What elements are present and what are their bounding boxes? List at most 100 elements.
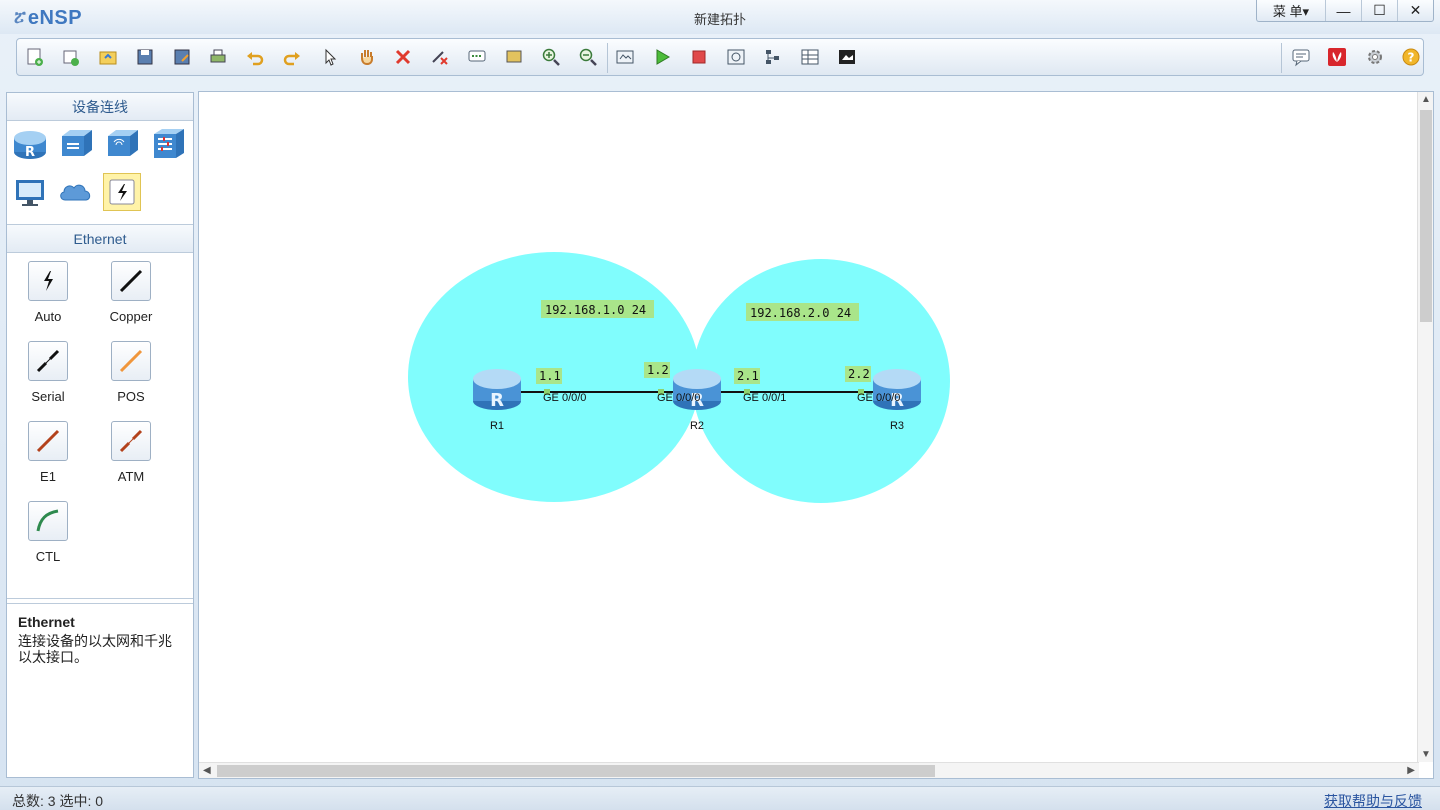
ip-r2-g000: 1.2	[647, 363, 669, 377]
topology-icon[interactable]	[761, 46, 785, 68]
cable-serial[interactable]: Serial	[13, 341, 83, 404]
app-logo: ፘ eNSP	[14, 6, 82, 30]
redo-icon[interactable]	[280, 46, 304, 68]
delete-links-icon[interactable]	[428, 46, 452, 68]
status-bar: 总数: 3 选中: 0 获取帮助与反馈	[0, 786, 1440, 810]
scroll-up-icon[interactable]: ▲	[1421, 94, 1431, 105]
svg-text:R: R	[890, 390, 904, 411]
select-pointer-icon[interactable]	[318, 46, 342, 68]
cable-label: Copper	[109, 309, 153, 324]
open-icon[interactable]	[96, 46, 120, 68]
new-topology-icon[interactable]	[23, 46, 47, 68]
horizontal-scroll-thumb[interactable]	[217, 765, 935, 777]
chat-icon[interactable]	[1289, 46, 1313, 68]
network-label-2: 192.168.2.0 24	[750, 306, 851, 320]
cloud-icon[interactable]	[57, 173, 95, 211]
svg-text:R: R	[690, 390, 704, 411]
ip-r1-g000: 1.1	[539, 369, 561, 383]
fit-view-icon[interactable]	[613, 46, 637, 68]
router-r2[interactable]: R	[673, 369, 721, 411]
stop-device-icon[interactable]	[687, 46, 711, 68]
interface-r1: GE 0/0/0	[543, 392, 586, 404]
port-marker	[658, 389, 664, 395]
vertical-scroll-thumb[interactable]	[1420, 110, 1432, 322]
main-menu-button[interactable]: 菜 单▾	[1272, 4, 1310, 19]
delete-icon[interactable]	[391, 46, 415, 68]
ip-tag[interactable]	[734, 368, 760, 384]
router-r1[interactable]: R	[473, 369, 521, 411]
huawei-logo-icon[interactable]	[1325, 46, 1349, 68]
interface-r3: GE 0/0/0	[857, 392, 900, 404]
cable-e1[interactable]: E1	[13, 421, 83, 484]
network-label-1: 192.168.1.0 24	[545, 303, 646, 317]
ensp-logo-icon: ፘ	[14, 8, 26, 27]
minimize-button[interactable]: —	[1325, 0, 1361, 21]
cable-panel-header: Ethernet	[7, 225, 193, 253]
ip-tag[interactable]	[845, 366, 871, 382]
svg-text:?: ?	[1408, 51, 1415, 65]
wlan-icon[interactable]	[103, 125, 141, 163]
vertical-scrollbar[interactable]: ▲ ▼	[1417, 92, 1433, 762]
screenshot-icon[interactable]	[835, 46, 859, 68]
cable-copper[interactable]: Copper	[96, 261, 166, 324]
router-label-r1: R1	[490, 420, 504, 432]
rectangle-icon[interactable]	[502, 46, 526, 68]
undo-icon[interactable]	[243, 46, 267, 68]
window-controls: 菜 单▾ — ☐ ✕	[1256, 0, 1434, 22]
ip-r3-g000: 2.2	[848, 367, 870, 381]
maximize-button[interactable]: ☐	[1361, 0, 1397, 21]
connection-icon[interactable]	[103, 173, 141, 211]
new-template-icon[interactable]	[59, 46, 83, 68]
window-title: 新建拓扑	[693, 12, 746, 27]
zoom-in-icon[interactable]	[539, 46, 563, 68]
ip-tag[interactable]	[644, 362, 670, 378]
save-icon[interactable]	[133, 46, 157, 68]
pos-cable-icon	[111, 341, 151, 381]
settings-icon[interactable]	[1363, 46, 1387, 68]
zoom-out-icon[interactable]	[576, 46, 600, 68]
hand-pan-icon[interactable]	[355, 46, 379, 68]
capture-icon[interactable]	[724, 46, 748, 68]
main-toolbar: ?	[16, 38, 1424, 76]
ctl-cable-icon	[28, 501, 68, 541]
network-label-tag[interactable]	[541, 300, 654, 318]
ip-tag[interactable]	[536, 368, 562, 384]
device-category-grid: R	[7, 121, 193, 225]
port-marker	[858, 389, 864, 395]
title-bar: ፘ eNSP 新建拓扑 菜 单▾ — ☐ ✕	[0, 0, 1440, 34]
router-label-r2: R2	[690, 420, 704, 432]
router-label-r3: R3	[890, 420, 904, 432]
help-feedback-link[interactable]: 获取帮助与反馈	[1324, 793, 1422, 809]
topology-drawing[interactable]: 192.168.1.0 24 192.168.2.0 24 R R R 1.1 …	[199, 92, 1419, 762]
print-icon[interactable]	[206, 46, 230, 68]
ip-r2-g001: 2.1	[737, 369, 759, 383]
cable-atm[interactable]: ATM	[96, 421, 166, 484]
grid-icon[interactable]	[798, 46, 822, 68]
start-device-icon[interactable]	[650, 46, 674, 68]
close-button[interactable]: ✕	[1397, 0, 1433, 21]
selection-summary: 总数: 3 选中: 0	[12, 793, 104, 809]
help-icon[interactable]: ?	[1399, 46, 1423, 68]
horizontal-scrollbar[interactable]: ◀ ▶	[199, 762, 1419, 778]
firewall-icon[interactable]	[149, 125, 187, 163]
network-label-tag[interactable]	[746, 303, 859, 321]
pc-icon[interactable]	[11, 173, 49, 211]
router-icon[interactable]: R	[11, 125, 49, 163]
device-panel: 设备连线 R Ethernet Auto Copper Serial POS E…	[6, 92, 194, 778]
save-as-icon[interactable]	[170, 46, 194, 68]
scroll-left-icon[interactable]: ◀	[203, 765, 211, 776]
topology-canvas[interactable]: 192.168.1.0 24 192.168.2.0 24 R R R 1.1 …	[198, 91, 1434, 779]
cable-pos[interactable]: POS	[96, 341, 166, 404]
app-name: eNSP	[27, 6, 83, 29]
scroll-down-icon[interactable]: ▼	[1421, 749, 1431, 760]
scroll-right-icon[interactable]: ▶	[1407, 765, 1415, 776]
cable-ctl[interactable]: CTL	[13, 501, 83, 564]
switch-icon[interactable]	[57, 125, 95, 163]
text-label-icon[interactable]	[465, 46, 489, 68]
toolbar-separator	[1281, 43, 1282, 73]
cable-auto[interactable]: Auto	[13, 261, 83, 324]
description-box: Ethernet 连接设备的以太网和千兆以太接口。	[7, 603, 193, 777]
port-marker	[744, 389, 750, 395]
router-r3[interactable]: R	[873, 369, 921, 411]
auto-cable-icon	[28, 261, 68, 301]
